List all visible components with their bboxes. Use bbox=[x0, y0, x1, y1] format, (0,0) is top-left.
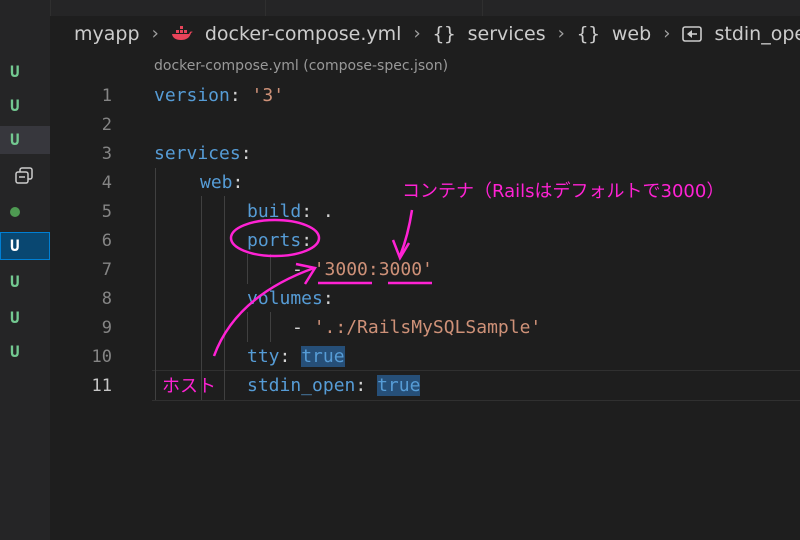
breadcrumb-web[interactable]: web bbox=[611, 22, 652, 45]
indent-guide bbox=[270, 312, 271, 342]
yaml-key: version bbox=[154, 85, 230, 106]
chevron-right-icon: › bbox=[151, 23, 159, 44]
breadcrumb-file[interactable]: docker-compose.yml bbox=[204, 22, 402, 45]
code-line[interactable]: build: . bbox=[247, 201, 334, 222]
git-status-row[interactable]: U bbox=[0, 58, 50, 86]
line-number: 5 bbox=[101, 202, 112, 222]
braces-icon: {} bbox=[432, 22, 456, 45]
modified-dot-icon bbox=[10, 207, 20, 217]
yaml-string: '3000:3000' bbox=[313, 259, 433, 280]
line-number: 10 bbox=[91, 347, 112, 367]
yaml-string: '3' bbox=[251, 85, 285, 106]
breadcrumb-services[interactable]: services bbox=[467, 22, 546, 45]
line-number-current: 11 bbox=[91, 376, 112, 396]
line-number: 7 bbox=[101, 260, 112, 280]
yaml-key: tty bbox=[247, 346, 280, 367]
line-number: 2 bbox=[101, 115, 112, 135]
host-arrow-mark bbox=[212, 266, 315, 357]
yaml-key: ports bbox=[247, 230, 302, 251]
line-number: 8 bbox=[101, 289, 112, 309]
untracked-badge: U bbox=[10, 96, 20, 115]
line-number: 3 bbox=[101, 144, 112, 164]
git-status-row[interactable]: U bbox=[0, 92, 50, 120]
breadcrumb-root[interactable]: myapp bbox=[74, 22, 140, 45]
yaml-string: '.:/RailsMySQLSample' bbox=[313, 317, 542, 338]
untracked-badge: U bbox=[10, 308, 20, 327]
code-line[interactable]: volumes: bbox=[247, 288, 334, 309]
indent-guide bbox=[224, 196, 225, 400]
code-line[interactable]: web: bbox=[200, 172, 244, 193]
line-number: 6 bbox=[101, 231, 112, 251]
yaml-key: volumes bbox=[247, 288, 323, 309]
yaml-key: build bbox=[247, 201, 302, 222]
untracked-badge: U bbox=[10, 236, 20, 255]
untracked-badge: U bbox=[10, 130, 20, 149]
git-status-row[interactable] bbox=[0, 162, 50, 190]
code-line[interactable]: tty: true bbox=[247, 346, 345, 367]
yaml-value: . bbox=[322, 201, 334, 222]
yaml-boolean: true bbox=[377, 375, 421, 396]
indent-guide bbox=[201, 196, 202, 400]
breadcrumb-stdin-open[interactable]: stdin_open bbox=[714, 22, 800, 45]
current-line-highlight bbox=[152, 370, 800, 401]
container-annotation: コンテナ（Railsはデフォルトで3000） bbox=[402, 181, 725, 202]
yaml-key: services bbox=[154, 143, 241, 164]
git-status-gutter: U U U U U U U bbox=[0, 16, 50, 540]
breadcrumb: myapp › docker-compose.yml › {} services… bbox=[74, 22, 800, 52]
docker-whale-icon bbox=[171, 25, 193, 40]
codelens-schema[interactable]: docker-compose.yml (compose-spec.json) bbox=[154, 58, 449, 74]
code-line[interactable]: - '3000:3000' bbox=[292, 259, 433, 280]
tab-strip bbox=[0, 0, 800, 16]
line-number: 9 bbox=[101, 318, 112, 338]
git-status-row[interactable]: U bbox=[0, 338, 50, 366]
git-status-row[interactable]: U bbox=[0, 232, 50, 260]
line-number: 1 bbox=[101, 86, 112, 106]
untracked-badge: U bbox=[10, 62, 20, 81]
indent-guide bbox=[270, 254, 271, 284]
field-icon bbox=[682, 25, 703, 42]
code-line[interactable]: version: '3' bbox=[154, 85, 285, 106]
chevron-right-icon: › bbox=[557, 23, 565, 44]
git-status-row[interactable]: U bbox=[0, 304, 50, 332]
braces-icon: {} bbox=[576, 22, 600, 45]
chevron-right-icon: › bbox=[413, 23, 421, 44]
container-arrowhead bbox=[391, 239, 411, 261]
container-arrow-mark bbox=[398, 209, 414, 257]
yaml-key: stdin_open bbox=[247, 375, 356, 396]
files-icon bbox=[15, 167, 33, 184]
code-line[interactable]: - '.:/RailsMySQLSample' bbox=[292, 317, 542, 338]
yaml-boolean: true bbox=[301, 346, 345, 367]
host-annotation: ホスト bbox=[162, 376, 216, 397]
line-number: 4 bbox=[101, 173, 112, 193]
untracked-badge: U bbox=[10, 342, 20, 361]
git-status-row[interactable]: U bbox=[0, 126, 50, 154]
yaml-key: web bbox=[200, 172, 233, 193]
code-line[interactable]: services: bbox=[154, 143, 252, 164]
git-status-row[interactable] bbox=[0, 198, 50, 226]
untracked-badge: U bbox=[10, 272, 20, 291]
code-line[interactable]: ports: bbox=[247, 230, 313, 251]
git-status-row[interactable]: U bbox=[0, 268, 50, 296]
indent-guide bbox=[247, 312, 248, 342]
indent-guide bbox=[247, 254, 248, 284]
indent-guide bbox=[155, 168, 156, 400]
code-line-current[interactable]: stdin_open: true bbox=[247, 375, 421, 396]
chevron-right-icon: › bbox=[663, 23, 671, 44]
